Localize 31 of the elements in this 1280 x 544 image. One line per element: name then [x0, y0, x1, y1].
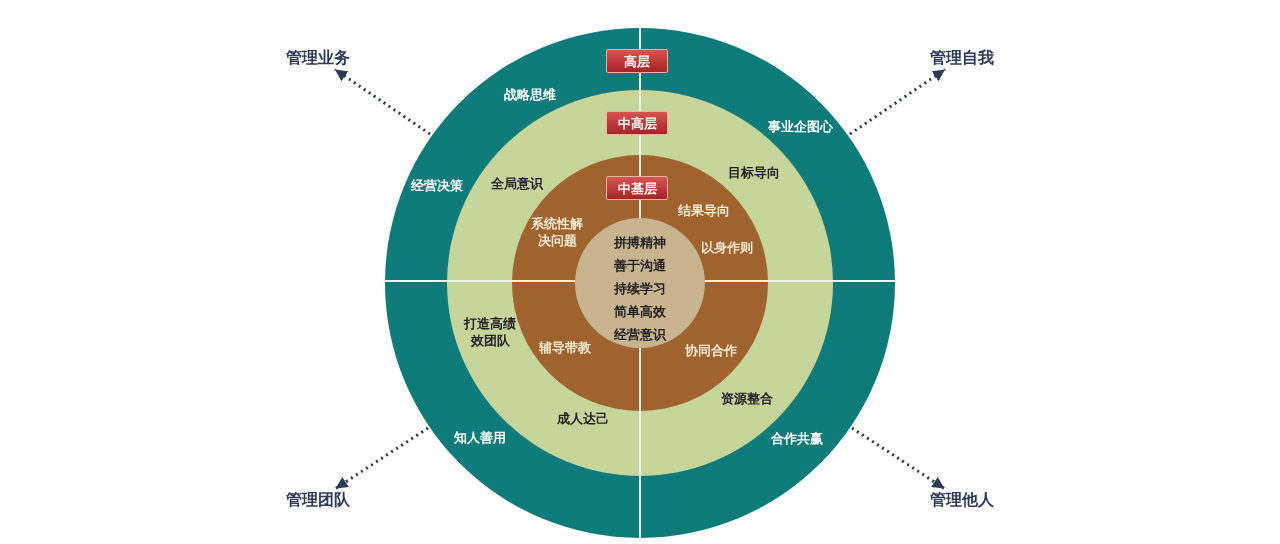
arrow [849, 68, 946, 136]
level-badge: 中高层 [606, 111, 668, 135]
competency-label: 全局意识 [491, 174, 543, 192]
competency-label: 知人善用 [454, 428, 506, 446]
competency-label: 经营决策 [411, 176, 463, 194]
level-badge: 高层 [606, 49, 668, 73]
competency-label: 协同合作 [685, 341, 737, 359]
competency-label: 系统性解决问题 [530, 215, 584, 249]
competency-label: 拼搏精神 [614, 233, 666, 251]
competency-label: 辅导带教 [539, 338, 591, 356]
competency-label: 战略思维 [504, 85, 556, 103]
arrow [851, 426, 946, 490]
competency-label: 经营意识 [614, 325, 666, 343]
competency-label: 目标导向 [728, 163, 780, 181]
direction-label: 管理自我 [930, 47, 994, 69]
competency-label: 成人达己 [557, 409, 609, 427]
competency-label: 持续学习 [614, 279, 666, 297]
direction-label: 管理业务 [286, 47, 350, 69]
competency-label: 结果导向 [678, 201, 730, 219]
competency-label: 简单高效 [614, 302, 666, 320]
level-badge: 中基层 [606, 176, 668, 200]
competency-label: 合作共赢 [771, 429, 823, 447]
competency-label: 打造高绩效团队 [462, 315, 517, 349]
competency-label: 善于沟通 [614, 256, 666, 274]
arrow [334, 426, 429, 490]
competency-label: 以身作则 [701, 238, 753, 256]
competency-label: 资源整合 [721, 389, 773, 407]
direction-label: 管理他人 [930, 489, 994, 511]
competency-label: 事业企图心 [767, 117, 833, 135]
direction-label: 管理团队 [286, 489, 350, 511]
arrow [334, 68, 431, 136]
